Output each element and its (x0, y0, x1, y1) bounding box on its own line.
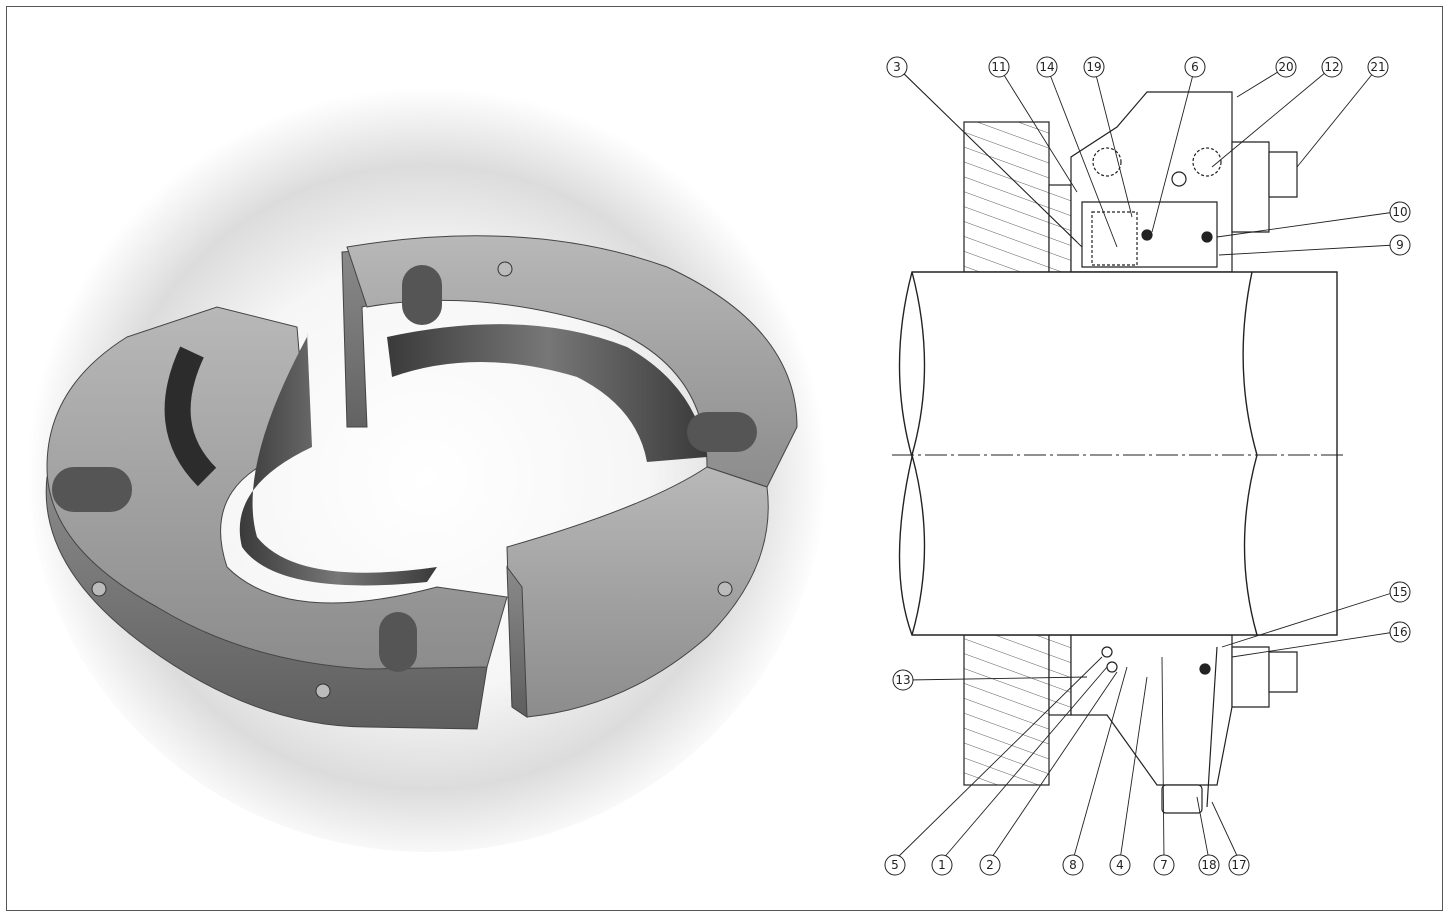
figure-frame: 3 11 14 19 6 20 12 21 10 9 15 16 13 5 1 … (6, 6, 1443, 911)
callout-group: 3 11 14 19 6 20 12 21 10 9 15 16 13 5 1 … (884, 56, 1411, 876)
svg-text:9: 9 (1396, 238, 1404, 252)
callout-2: 2 (979, 854, 1001, 876)
callout-5: 5 (884, 854, 906, 876)
callout-16: 16 (1389, 621, 1411, 643)
svg-text:1: 1 (938, 858, 946, 872)
cross-section-illustration (892, 91, 1347, 814)
callout-3: 3 (886, 56, 908, 78)
svg-text:8: 8 (1069, 858, 1077, 872)
callout-6: 6 (1184, 56, 1206, 78)
svg-text:3: 3 (893, 60, 901, 74)
svg-text:4: 4 (1116, 858, 1124, 872)
callout-18: 18 (1198, 854, 1220, 876)
svg-text:5: 5 (891, 858, 899, 872)
diagram-canvas: 3 11 14 19 6 20 12 21 10 9 15 16 13 5 1 … (27, 56, 1411, 876)
callout-1: 1 (931, 854, 953, 876)
seal-assembly-illustration (27, 72, 827, 852)
svg-text:2: 2 (986, 858, 994, 872)
callout-14: 14 (1036, 56, 1058, 78)
svg-text:10: 10 (1392, 205, 1407, 219)
svg-text:15: 15 (1392, 585, 1407, 599)
callout-11: 11 (988, 56, 1010, 78)
callout-7: 7 (1153, 854, 1175, 876)
svg-text:20: 20 (1278, 60, 1293, 74)
svg-text:12: 12 (1324, 60, 1339, 74)
callout-20: 20 (1275, 56, 1297, 78)
callout-10: 10 (1389, 201, 1411, 223)
svg-text:19: 19 (1086, 60, 1101, 74)
svg-text:13: 13 (895, 673, 910, 687)
callout-9: 9 (1389, 234, 1411, 256)
svg-text:7: 7 (1160, 858, 1168, 872)
callout-15: 15 (1389, 581, 1411, 603)
svg-text:17: 17 (1231, 858, 1246, 872)
svg-text:6: 6 (1191, 60, 1199, 74)
svg-text:14: 14 (1039, 60, 1054, 74)
callout-19: 19 (1083, 56, 1105, 78)
callout-8: 8 (1062, 854, 1084, 876)
callout-4: 4 (1109, 854, 1131, 876)
callout-21: 21 (1367, 56, 1389, 78)
svg-text:11: 11 (991, 60, 1006, 74)
svg-text:18: 18 (1201, 858, 1216, 872)
svg-text:16: 16 (1392, 625, 1407, 639)
callout-13: 13 (892, 669, 914, 691)
svg-text:21: 21 (1370, 60, 1385, 74)
callout-17: 17 (1228, 854, 1250, 876)
callout-12: 12 (1321, 56, 1343, 78)
